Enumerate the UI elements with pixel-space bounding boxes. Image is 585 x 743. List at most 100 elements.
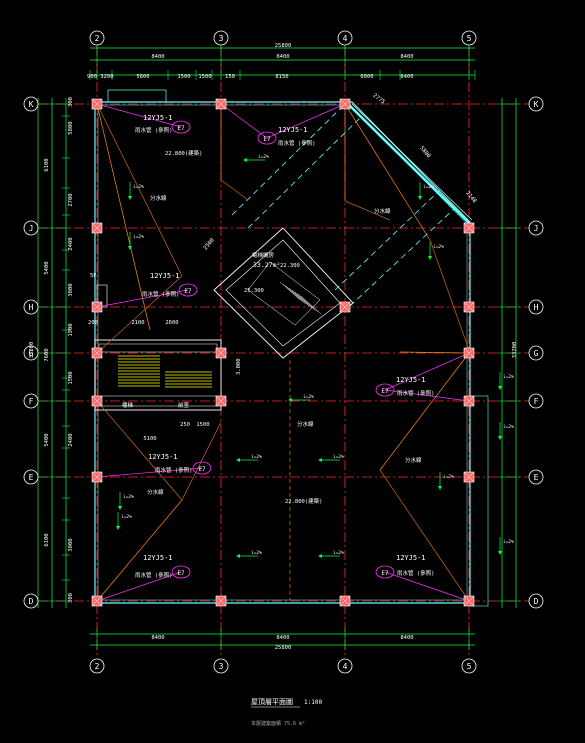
dim-left-span-5: 6100 [44,533,50,546]
dim-left-detail-8: 2400 [68,433,74,446]
axis-bubble-row-H-0: H [23,299,39,315]
cyan-dashed-1 [231,103,346,216]
diagonal-wall [347,103,471,225]
axis-bubble-row-F-1: F [528,393,544,409]
bubble-label: F [29,397,34,406]
column-0 [91,98,103,110]
svg-text:E7: E7 [381,570,389,577]
roof-slope-lines [96,103,470,602]
bubble-circle [89,30,105,46]
svg-text:E7: E7 [184,288,192,295]
leader-0 [96,103,182,128]
dim-top-span-2: 8400 [276,54,289,60]
arrow-head [116,526,120,530]
bubble-label: J [534,224,539,233]
dim-left-detail-1: 300 [68,97,74,107]
slope-arrow-6: i=2% [128,232,144,250]
column-x2 [339,595,351,607]
arrow-head [318,458,322,462]
drain-label-e: 12YJ5-1 E7 雨水管 (參照) [375,376,434,397]
drain-label-ne: 12YJ5-1 E7 雨水管 (參照) [257,126,315,147]
ridge-label-4: 分水線 [405,456,422,464]
column-1 [91,222,103,234]
bubble-circle [528,96,544,112]
cyan-dashed-3 [334,189,441,291]
dim-left-span-2: 5400 [44,261,50,274]
arrow-label: i=2% [443,474,454,480]
dim-left-total: 33200 [29,342,35,359]
column-10 [215,595,227,607]
axis-bubble-col-5-0: 5 [461,30,477,46]
bubble-circle [337,658,353,674]
arrow-head [418,196,422,200]
slope-arrow-2: i=2% [318,454,344,462]
dim-left-detail-2: 5800 [68,121,74,134]
arrow-label: i=2% [503,424,514,430]
bubble-circle [213,658,229,674]
slope-line-1 [96,103,151,331]
axis-bubble-row-G-0: G [23,345,39,361]
slope-arrow-5: i=2% [128,182,144,200]
axis-bubble-row-F-0: F [23,393,39,409]
svg-text:雨水管 (參照): 雨水管 (參照) [142,290,179,298]
axis-bubble-row-G-1: G [528,345,544,361]
axis-bubble-row-D-0: D [23,593,39,609]
svg-text:12YJ5-1: 12YJ5-1 [150,272,180,280]
stair-marker: 5F [90,273,97,279]
bubble-circle [23,469,39,485]
dim-stair-depth: 5100 [143,436,156,442]
svg-text:E7: E7 [381,388,389,395]
shaft-area: 33.27m² [253,261,280,269]
bubble-label: 5 [467,34,472,43]
column-x2 [215,98,227,110]
arrow-label: i=2% [121,514,132,520]
leader-7 [384,571,470,602]
elevation-box: 25.300 [244,288,264,294]
bubble-circle [528,345,544,361]
arrow-label: i=2% [251,550,262,556]
arrow-label: i=2% [503,374,514,380]
bubble-label: K [29,100,34,109]
dim-bottom-span-2: 8400 [276,635,289,641]
dim-inner-2: 2100 [131,320,144,326]
column-14 [463,222,475,234]
bubble-label: G [29,349,34,358]
bubble-label: 4 [343,662,348,671]
column-x2 [91,347,103,359]
svg-text:12YJ5-1: 12YJ5-1 [396,554,426,562]
leader-4 [384,352,470,391]
column-2 [91,301,103,313]
bubble-circle [23,345,39,361]
column-5 [91,471,103,483]
axis-bubble-row-E-1: E [528,469,544,485]
bubble-label: 3 [219,662,224,671]
arrow-label: i=2% [423,184,434,190]
slope-line-10 [379,469,470,602]
column-11 [339,98,351,110]
bubble-label: E [29,473,34,482]
svg-text:E7: E7 [263,136,271,143]
dim-left-span-4: 5400 [44,433,50,446]
dim-top-total: 25800 [275,43,292,49]
bubble-circle [528,593,544,609]
dim-top-detail-9: 8400 [400,74,413,80]
leader-3 [96,289,189,308]
svg-text:雨水管 (參照): 雨水管 (參照) [135,126,172,134]
arrow-label: i=2% [133,234,144,240]
leader-2 [266,103,346,139]
bubble-label: D [29,597,34,606]
arrow-label: i=2% [303,394,314,400]
drain-label-sw1: 12YJ5-1 E7 雨水管 (參照) [148,453,212,475]
column-x2 [463,301,475,313]
column-x2 [339,301,351,313]
bubble-circle [23,299,39,315]
arrow-head [318,554,322,558]
column-x2 [463,595,475,607]
axis-bubble-row-J-0: J [23,220,39,236]
shaft-hatch-6 [297,293,319,313]
arrow-label: i=2% [503,539,514,545]
axis-bubble-row-H-1: H [528,299,544,315]
